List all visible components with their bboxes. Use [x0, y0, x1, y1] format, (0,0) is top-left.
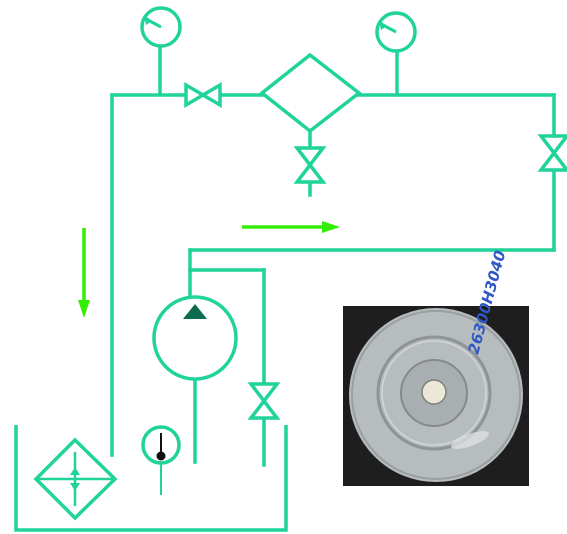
flow-arrow-down: [78, 228, 90, 318]
inlet-valve: [184, 81, 222, 109]
suction-strainer: [33, 437, 118, 521]
drain-valve: [293, 146, 327, 184]
photo-disc-ring: [376, 335, 492, 451]
pressure-gauge-outlet: [375, 11, 417, 53]
hydraulic-pump: [152, 295, 238, 381]
photo-center-plug: [421, 379, 447, 405]
flow-arrow-right: [242, 221, 340, 233]
reservoir-tank: [14, 425, 288, 532]
pressure-gauge-inlet: [140, 6, 182, 48]
filter-under-test: [259, 52, 362, 134]
bypass-valve: [247, 382, 281, 420]
filter-endcap-photo: 26300H3040: [343, 249, 529, 486]
pump-direction-triangle: [183, 304, 207, 319]
outlet-valve: [537, 134, 567, 172]
temperature-gauge: [141, 425, 181, 495]
